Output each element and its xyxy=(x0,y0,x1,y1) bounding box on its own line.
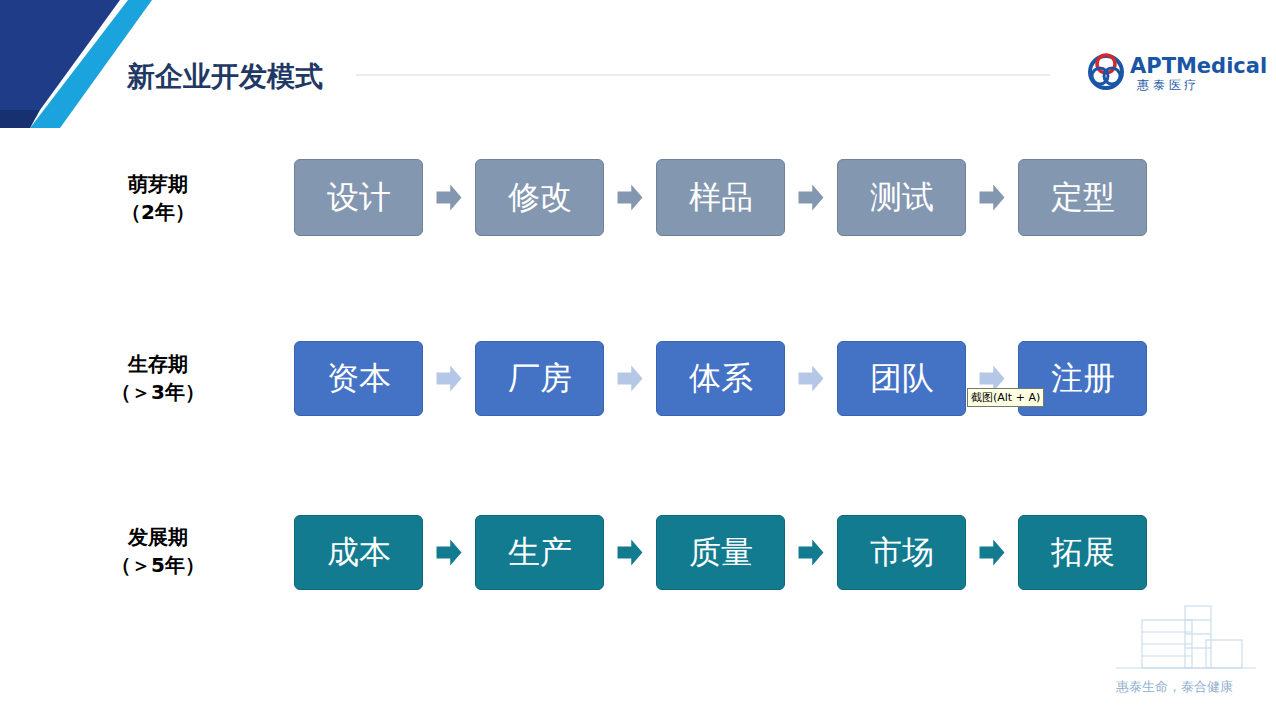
process-box: 资本 xyxy=(294,341,423,416)
block-arrow xyxy=(618,366,643,392)
box-label: 拓展 xyxy=(1051,531,1115,575)
tooltip: 截图(Alt + A) xyxy=(967,388,1044,407)
box-label: 生产 xyxy=(508,531,572,575)
logo-text: APTMedical xyxy=(1130,54,1267,78)
building-watermark xyxy=(1116,606,1256,668)
block-arrow xyxy=(618,540,643,566)
process-box: 生产 xyxy=(475,515,604,590)
title-rule xyxy=(356,75,1050,76)
block-arrow xyxy=(799,185,824,211)
box-label: 样品 xyxy=(689,176,753,220)
process-box: 测试 xyxy=(837,159,966,236)
process-box: 拓展 xyxy=(1018,515,1147,590)
process-box: 厂房 xyxy=(475,341,604,416)
process-box: 团队 xyxy=(837,341,966,416)
process-box: 质量 xyxy=(656,515,785,590)
box-label: 成本 xyxy=(327,531,391,575)
box-label: 定型 xyxy=(1051,176,1115,220)
box-label: 测试 xyxy=(870,176,934,220)
box-label: 设计 xyxy=(327,176,391,220)
phase-name: 萌芽期 xyxy=(128,171,188,198)
phase-name: 发展期 xyxy=(128,524,188,551)
box-label: 质量 xyxy=(689,531,753,575)
box-label: 资本 xyxy=(327,357,391,401)
phase-duration: （＞3年） xyxy=(111,379,205,406)
block-arrow xyxy=(618,185,643,211)
box-label: 团队 xyxy=(870,357,934,401)
block-arrow xyxy=(980,540,1005,566)
process-box: 市场 xyxy=(837,515,966,590)
block-arrow xyxy=(799,540,824,566)
logo-mark xyxy=(1090,55,1122,88)
box-label: 市场 xyxy=(870,531,934,575)
process-box: 设计 xyxy=(294,159,423,236)
block-arrow xyxy=(437,185,462,211)
process-box: 定型 xyxy=(1018,159,1147,236)
process-box: 体系 xyxy=(656,341,785,416)
block-arrow xyxy=(437,540,462,566)
logo-subtext: 惠 泰 医 疗 xyxy=(1137,77,1196,94)
process-box: 样品 xyxy=(656,159,785,236)
block-arrow xyxy=(980,185,1005,211)
block-arrow xyxy=(799,366,824,392)
corner-stripe xyxy=(0,110,40,128)
watermark-text: 惠泰生命，泰合健康 xyxy=(1116,678,1233,696)
phase-name: 生存期 xyxy=(128,351,188,378)
process-box: 修改 xyxy=(475,159,604,236)
process-box: 成本 xyxy=(294,515,423,590)
phase-duration: （2年） xyxy=(121,199,195,226)
box-label: 修改 xyxy=(508,176,572,220)
box-label: 厂房 xyxy=(508,357,572,401)
phase-duration: （＞5年） xyxy=(111,552,205,579)
box-label: 注册 xyxy=(1051,357,1115,401)
block-arrow xyxy=(437,366,462,392)
slide-title: 新企业开发模式 xyxy=(127,58,323,96)
box-label: 体系 xyxy=(689,357,753,401)
